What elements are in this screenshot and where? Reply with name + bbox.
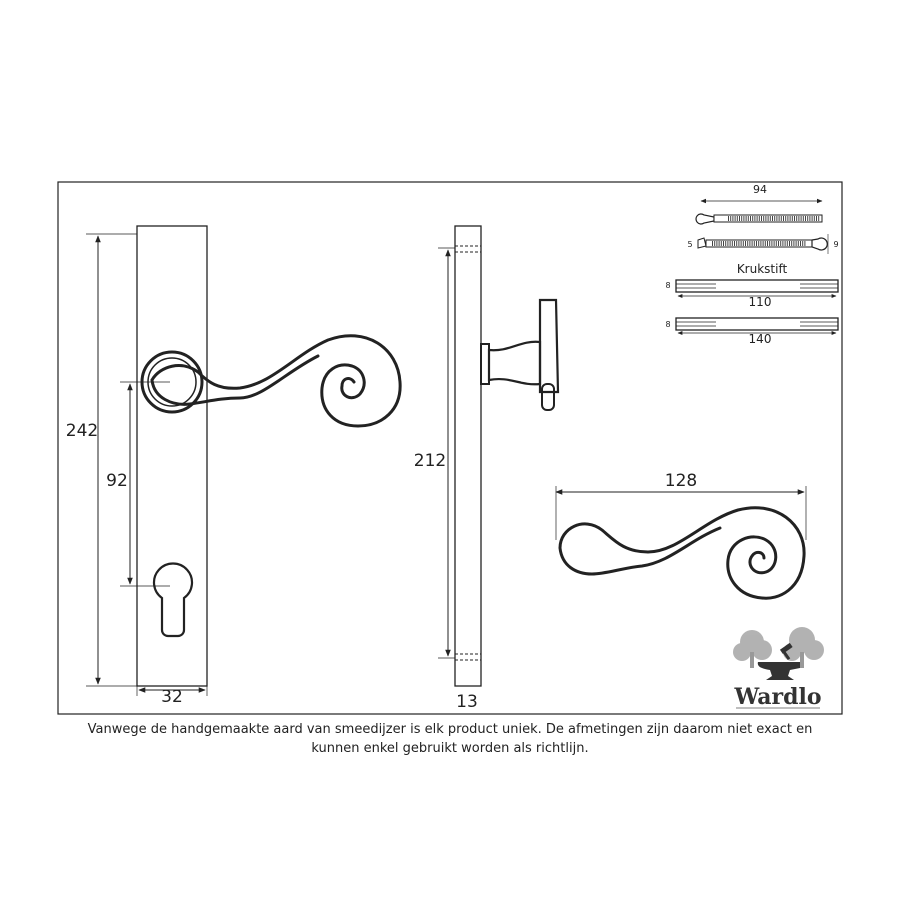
- spindle-top: [695, 213, 715, 225]
- dim-side-depth: 13: [456, 692, 478, 712]
- lever-tail-side: [541, 383, 555, 411]
- logo-text: Wardlo: [733, 684, 821, 710]
- spindle-title: Krukstift: [737, 262, 788, 276]
- dim-spindle-length: 94: [753, 183, 767, 196]
- disclaimer-text: Vanwege de handgemaakte aard van smeedij…: [60, 720, 840, 758]
- wardlo-logo: Wardlo: [733, 627, 824, 710]
- lever-neck-side: [487, 340, 542, 386]
- dim-plate-height: 242: [66, 421, 98, 441]
- dim-side-height: 212: [414, 451, 446, 471]
- dim-diameter-right: 9: [833, 240, 838, 249]
- dim-plate-width: 32: [161, 687, 183, 707]
- lever-grip-side: [538, 298, 560, 394]
- drawing-frame: [57, 181, 843, 715]
- spindle-bar-a: [675, 279, 839, 293]
- rose-side: [480, 343, 490, 385]
- dim-width-a: 8: [665, 281, 670, 290]
- tree-icon: [733, 627, 824, 668]
- scroll-lever-front: [150, 334, 402, 428]
- dim-diameter-left: 5: [687, 240, 692, 249]
- spindle-detail: 94 5 9 Krukstift 8 110 8 140: [665, 183, 839, 346]
- lever-detail: 128: [555, 471, 807, 600]
- disclaimer-line-2: kunnen enkel gebruikt worden als richtli…: [311, 741, 589, 756]
- dim-length-b: 140: [749, 332, 772, 346]
- backplate-side: [454, 225, 482, 687]
- spindle-bar-b: [675, 317, 839, 331]
- scroll-lever-detail: [558, 506, 806, 600]
- dim-length-a: 110: [749, 295, 772, 309]
- spindle-bottom-left-end: [697, 237, 707, 249]
- cylinder-keyhole: [152, 562, 194, 638]
- side-view: 212 13: [414, 225, 560, 712]
- backplate-front: [136, 225, 208, 687]
- dim-lever-length: 128: [665, 471, 697, 491]
- anvil-icon: [757, 642, 800, 680]
- dim-width-b: 8: [665, 320, 670, 329]
- dim-center-distance: 92: [106, 471, 128, 491]
- spindle-bottom-head: [811, 237, 828, 251]
- disclaimer-line-1: Vanwege de handgemaakte aard van smeedij…: [87, 722, 813, 737]
- front-view: 242 92 32: [66, 225, 402, 707]
